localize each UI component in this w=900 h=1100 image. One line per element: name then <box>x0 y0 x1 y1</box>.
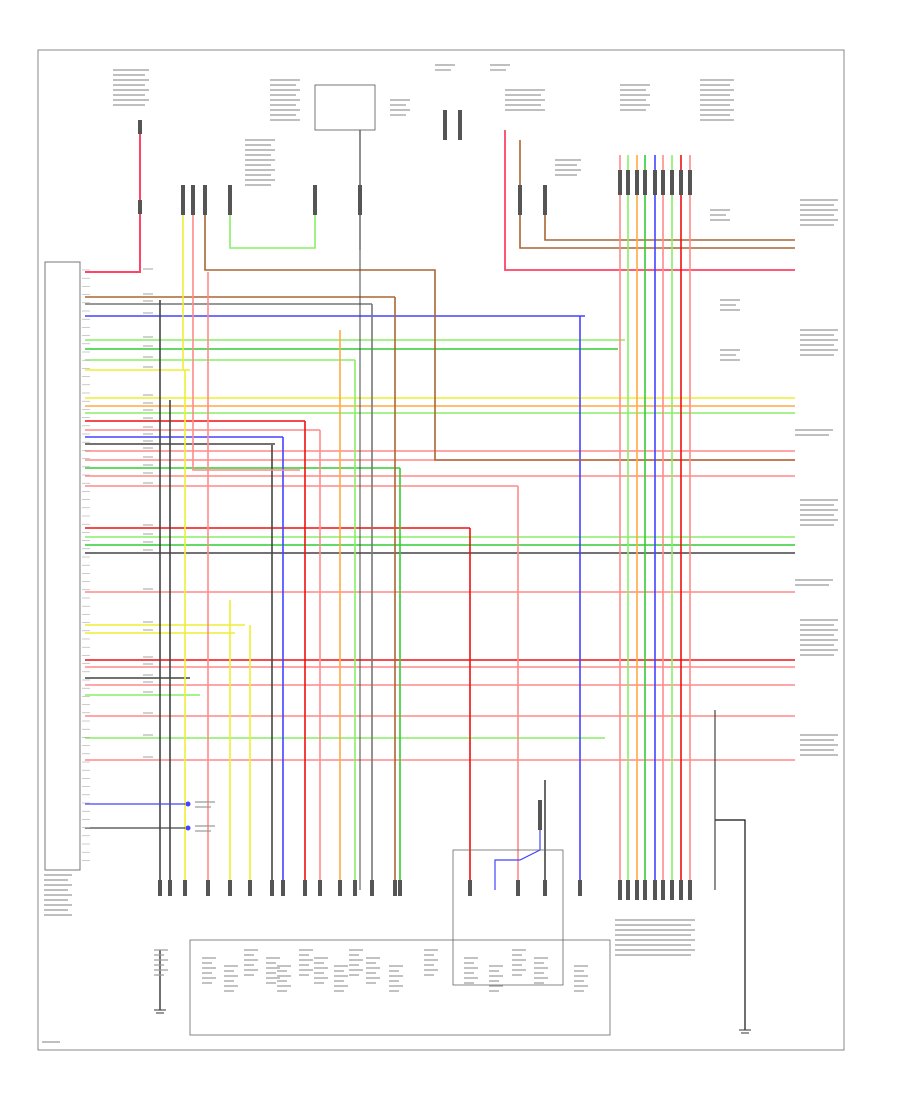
connector-pin <box>353 880 357 896</box>
connector-pin <box>518 185 522 215</box>
connector-pin <box>643 170 647 195</box>
connector-pin <box>443 110 447 140</box>
connector-pin <box>318 880 322 896</box>
top-wire <box>229 190 316 249</box>
top-wire <box>504 130 795 271</box>
top-wire <box>204 190 795 461</box>
connector-pin <box>468 880 472 896</box>
label-group <box>42 64 838 1043</box>
connector-pin <box>281 880 285 896</box>
connector-pin <box>670 880 674 900</box>
connector-pin <box>398 880 402 896</box>
connector-pin <box>338 880 342 896</box>
connector-pin <box>626 880 630 900</box>
connector-pin <box>228 185 232 215</box>
connector-pin <box>635 880 639 900</box>
connector-pin <box>679 170 683 195</box>
connector-pin <box>228 880 232 896</box>
top-wire <box>519 140 795 249</box>
connector-pin <box>661 170 665 195</box>
splice-marker <box>185 825 191 831</box>
connector-pin <box>578 880 582 896</box>
connector-pin <box>191 185 195 215</box>
component-group <box>44 84 751 1036</box>
connector-pin <box>618 170 622 195</box>
connector-pin <box>358 185 362 215</box>
diagram-frame <box>37 49 845 1051</box>
connector-pin <box>661 880 665 900</box>
connector-pin <box>688 170 692 195</box>
connector-pin <box>653 170 657 195</box>
connector-pin <box>138 200 142 214</box>
connector-pin <box>626 170 630 195</box>
connector-pin <box>688 880 692 900</box>
connector-pin <box>138 120 142 134</box>
connector-pin <box>516 880 520 896</box>
connector-pin <box>313 185 317 215</box>
connector-pin <box>183 880 187 896</box>
connector-pin <box>370 880 374 896</box>
connector-pin <box>203 185 207 215</box>
wire-group <box>85 130 795 1030</box>
connector-pin <box>270 880 274 896</box>
ecu-connector-block <box>44 261 81 871</box>
splice-marker <box>185 801 191 807</box>
connector-pin <box>168 880 172 896</box>
sensor-wire <box>494 800 541 890</box>
connector-pin <box>206 880 210 896</box>
connector-pin <box>303 880 307 896</box>
top-wire <box>192 190 300 471</box>
top-wire <box>544 190 795 241</box>
connector-pin <box>643 880 647 900</box>
connector-pin <box>653 880 657 900</box>
connector-pin <box>458 110 462 140</box>
connector-pin <box>538 800 542 830</box>
connector-pin <box>248 880 252 896</box>
connector-pin <box>618 880 622 900</box>
bottom-harness-box <box>189 939 611 1036</box>
connector-pin <box>158 880 162 896</box>
sensor-group-box <box>452 849 564 986</box>
connector-pin <box>670 170 674 195</box>
connector-pin <box>635 170 639 195</box>
relay-box <box>314 84 376 131</box>
ground-wire <box>715 819 746 1030</box>
ecu-power-wire <box>85 130 141 273</box>
connector-pin <box>393 880 397 896</box>
connector-pin <box>543 880 547 896</box>
connector-pin <box>181 185 185 215</box>
connector-pin <box>679 880 683 900</box>
connector-pin <box>543 185 547 215</box>
